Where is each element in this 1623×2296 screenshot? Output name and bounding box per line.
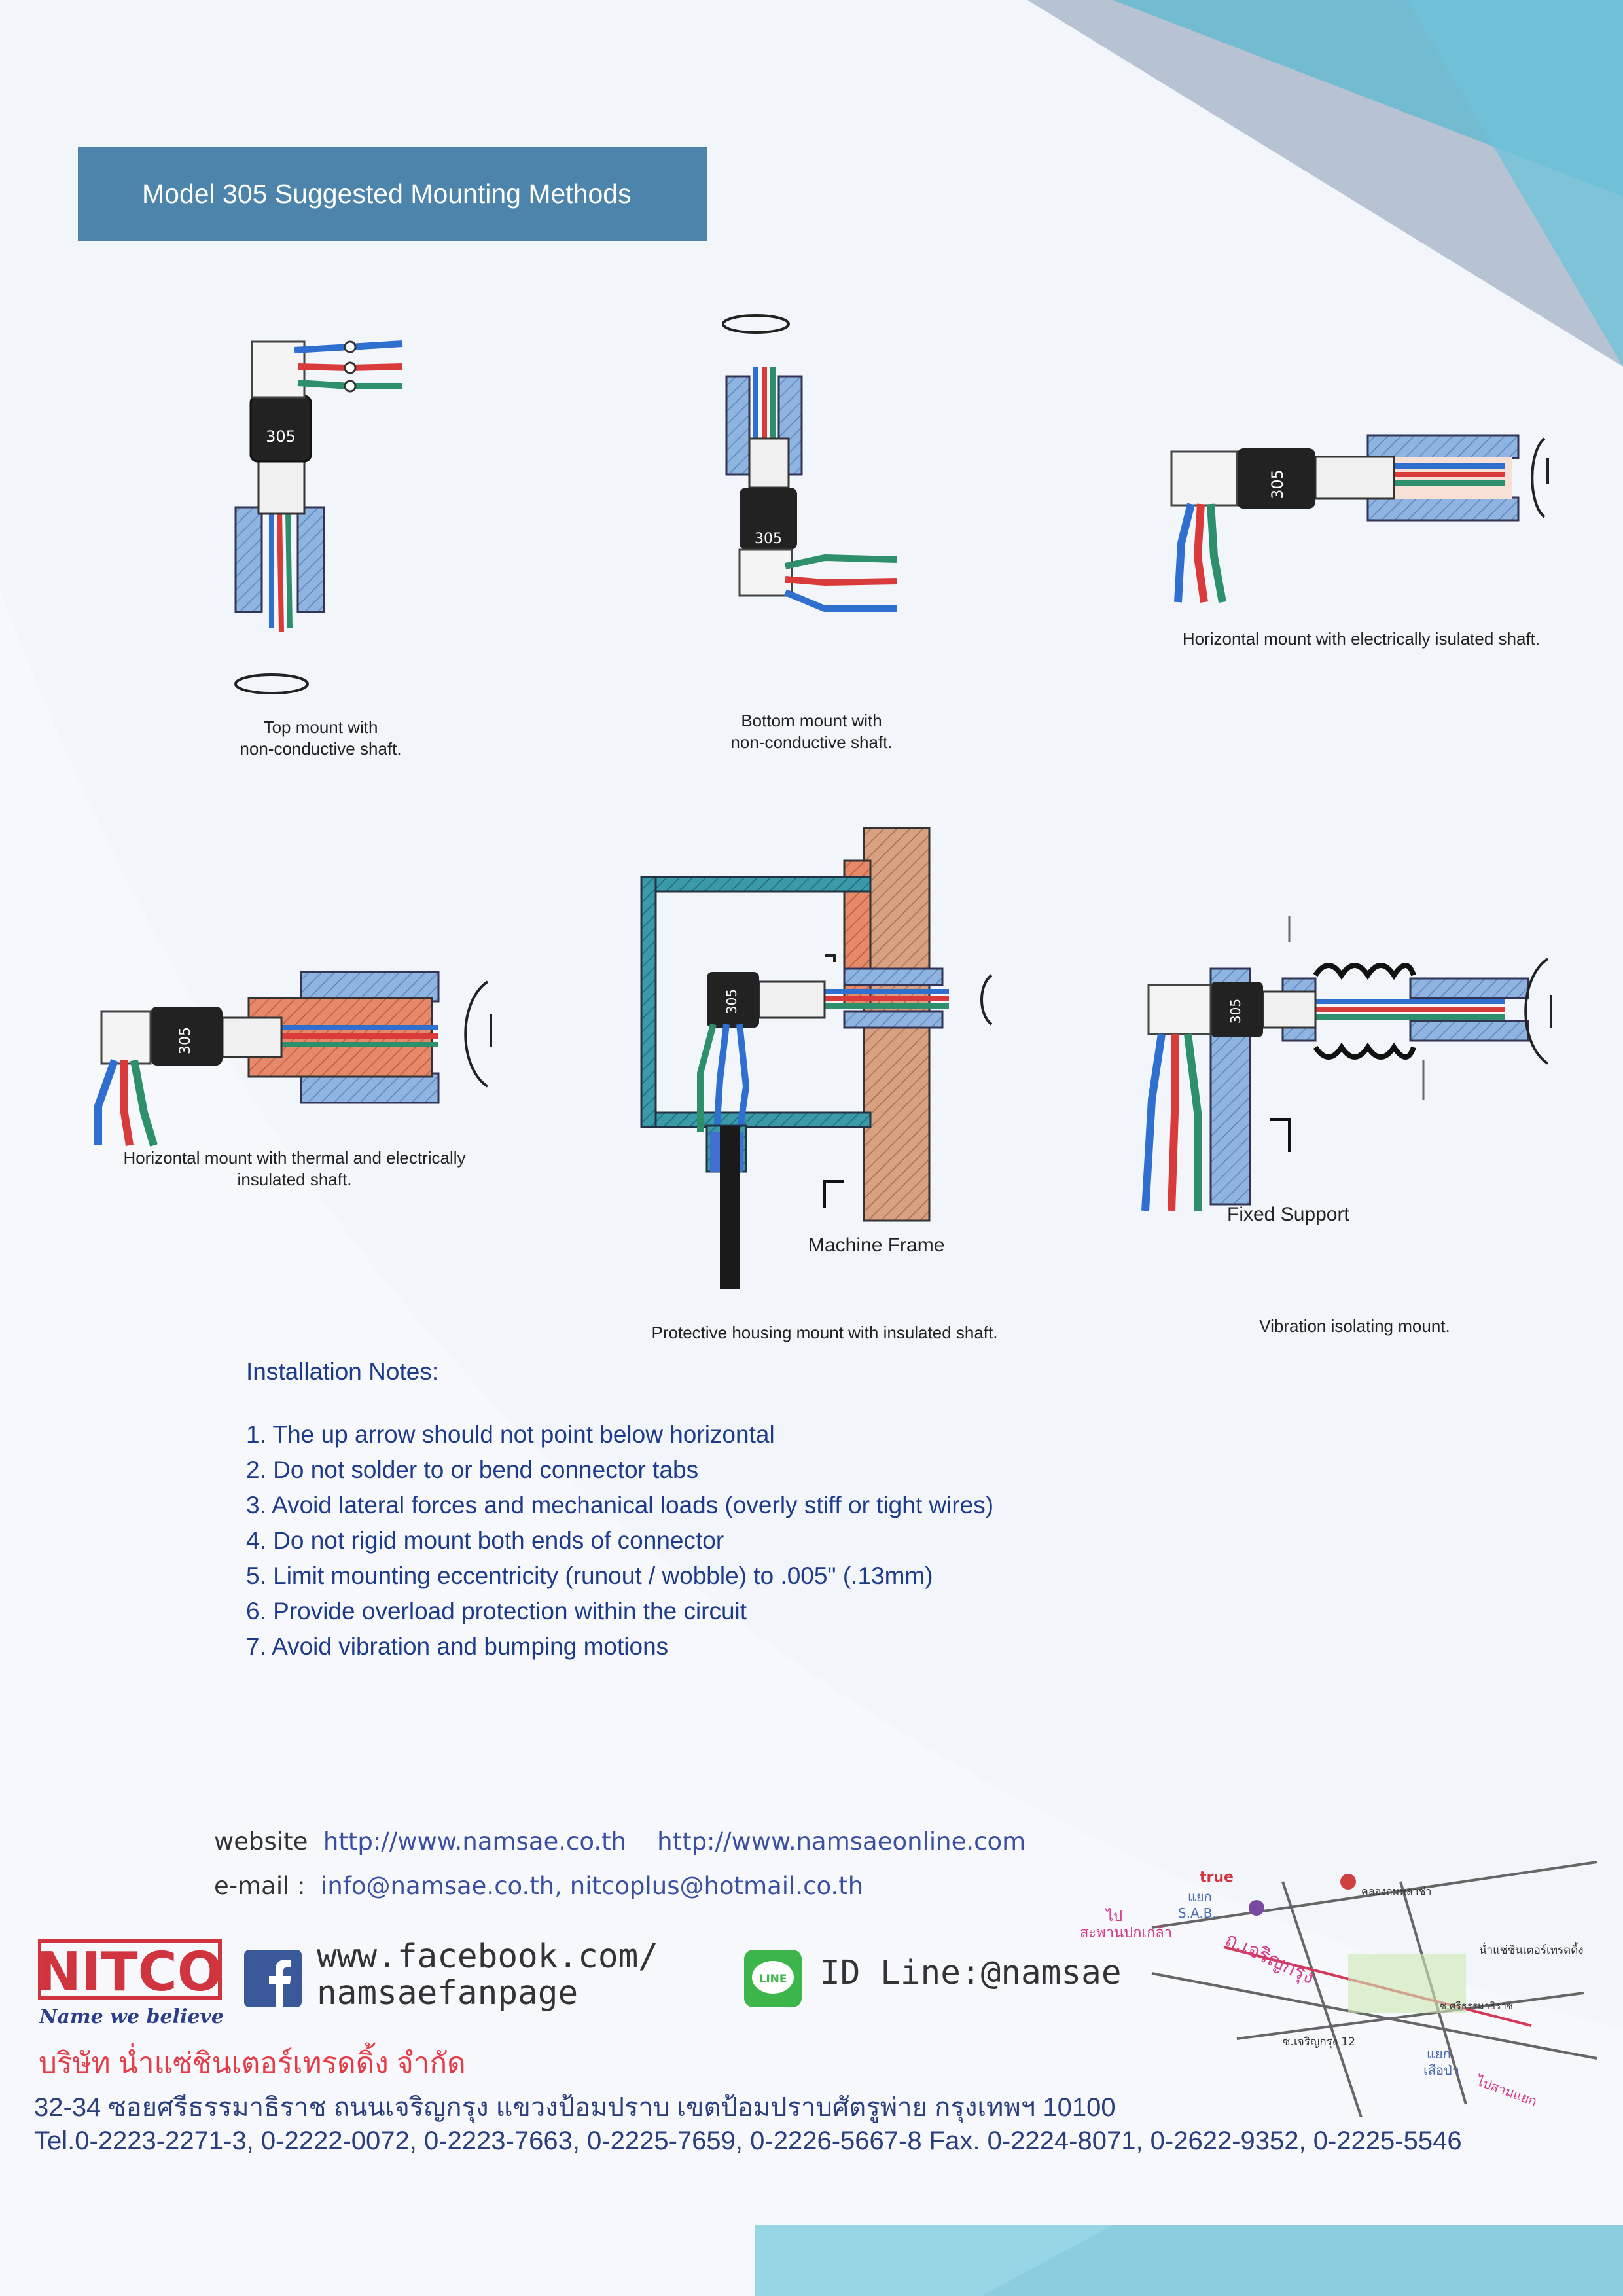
diagram-3-model-label: 305 bbox=[1268, 469, 1287, 499]
top-mount-diagram: 305 bbox=[234, 340, 403, 694]
machine-frame-label: Machine Frame bbox=[808, 1234, 944, 1256]
website-link-1[interactable]: http://www.namsae.co.th bbox=[323, 1827, 627, 1856]
diagram-6-caption: Vibration isolating mount. bbox=[1259, 1316, 1450, 1336]
logo-brand-text: NITCO bbox=[38, 1941, 223, 2003]
map-label: สะพานปกเกล้า bbox=[1080, 1925, 1172, 1941]
map-label: S.A.B. bbox=[1178, 1905, 1217, 1921]
email-links[interactable]: info@namsae.co.th, nitcoplus@hotmail.co.… bbox=[321, 1872, 864, 1900]
diagram-1-model-label: 305 bbox=[266, 427, 296, 446]
diagram-2-model-label: 305 bbox=[755, 531, 782, 547]
company-name: บริษัท น่ำแซ่ชินเตอร์เทรดดิ้ง จำกัด bbox=[39, 2047, 466, 2079]
line-id[interactable]: ID Line:@namsae bbox=[820, 1954, 1122, 1992]
bottom-mount-diagram: 305 bbox=[722, 314, 897, 612]
note-item: 6. Provide overload protection within th… bbox=[246, 1598, 747, 1624]
map-label: แยก bbox=[1427, 2046, 1451, 2062]
website-row: website http://www.namsae.co.th http://w… bbox=[214, 1827, 1026, 1856]
note-item: 4. Do not rigid mount both ends of conne… bbox=[246, 1527, 724, 1554]
installation-notes-list: 1. The up arrow should not point below h… bbox=[246, 1417, 993, 1664]
email-row: e-mail : info@namsae.co.th, nitcoplus@ho… bbox=[214, 1872, 863, 1900]
map-label-true: true bbox=[1200, 1869, 1234, 1886]
note-item: 1. The up arrow should not point below h… bbox=[246, 1421, 775, 1448]
map-label: เสือป่า bbox=[1423, 2062, 1459, 2078]
vibration-isolating-diagram: 305 Fixed Support bbox=[1141, 916, 1552, 1225]
logo-tagline: Name we believe in bbox=[39, 2005, 228, 2028]
map-label: ซ.ศรีธรรมาธิราช bbox=[1440, 2000, 1513, 2012]
map-label: คลองถมพลาซ่า bbox=[1361, 1885, 1431, 1897]
note-item: 7. Avoid vibration and bumping motions bbox=[246, 1633, 669, 1660]
diagram-4-caption: Horizontal mount with thermal and electr… bbox=[123, 1148, 466, 1189]
map-label: ซ.เจริญกรุง 12 bbox=[1283, 2036, 1355, 2049]
page-title: Model 305 Suggested Mounting Methods bbox=[78, 147, 707, 241]
diagram-3-caption: Horizontal mount with electrically isula… bbox=[1182, 629, 1541, 649]
email-label: e-mail : bbox=[214, 1872, 306, 1900]
location-map: true แยก S.A.B. ไป สะพานปกเกล้า ถ.เจริญก… bbox=[1080, 1861, 1597, 2117]
diagram-4-model-label: 305 bbox=[177, 1027, 194, 1054]
line-icon[interactable]: LINE bbox=[744, 1950, 802, 2007]
map-label-road: ถ.เจริญกรุง bbox=[1221, 1928, 1318, 1990]
website-label: website bbox=[214, 1827, 308, 1856]
facebook-icon[interactable] bbox=[244, 1950, 302, 2007]
note-item: 3. Avoid lateral forces and mechanical l… bbox=[246, 1492, 994, 1518]
map-label: แยก bbox=[1188, 1889, 1212, 1905]
protective-housing-diagram: 305 Machine Frame bbox=[640, 827, 993, 1289]
note-item: 2. Do not solder to or bend connector ta… bbox=[246, 1456, 699, 1483]
note-item: 5. Limit mounting eccentricity (runout /… bbox=[246, 1562, 933, 1589]
map-label: ไปสามแยก bbox=[1473, 2072, 1539, 2109]
diagram-5-model-label: 305 bbox=[724, 989, 740, 1014]
company-address: 32-34 ซอยศรีธรรมาธิราช ถนนเจริญกรุง แขวง… bbox=[34, 2093, 1116, 2122]
diagram-5-caption: Protective housing mount with insulated … bbox=[651, 1323, 998, 1342]
facebook-link[interactable]: www.facebook.com/ namsaefanpage bbox=[317, 1937, 658, 2013]
thermal-mount-diagram: 305 bbox=[94, 971, 492, 1147]
map-label: ไป bbox=[1105, 1908, 1122, 1925]
diagram-2-caption: Bottom mount with non-conductive shaft. bbox=[730, 711, 893, 752]
horizontal-mount-diagram: 305 bbox=[1170, 434, 1549, 603]
installation-notes-title: Installation Notes: bbox=[246, 1358, 439, 1385]
map-label: น่ำแซ่ชินเตอร์เทรดดิ้ง bbox=[1479, 1942, 1584, 1957]
company-phones: Tel.0-2223-2271-3, 0-2222-0072, 0-2223-7… bbox=[34, 2126, 1462, 2155]
diagram-1-caption: Top mount with non-conductive shaft. bbox=[240, 717, 402, 759]
fixed-support-label: Fixed Support bbox=[1227, 1204, 1349, 1225]
website-link-2[interactable]: http://www.namsaeonline.com bbox=[657, 1827, 1026, 1856]
nitco-logo: NITCO Name we believe in bbox=[38, 1939, 228, 2028]
line-badge-text: LINE bbox=[759, 1973, 787, 1986]
diagram-6-model-label: 305 bbox=[1228, 999, 1243, 1024]
